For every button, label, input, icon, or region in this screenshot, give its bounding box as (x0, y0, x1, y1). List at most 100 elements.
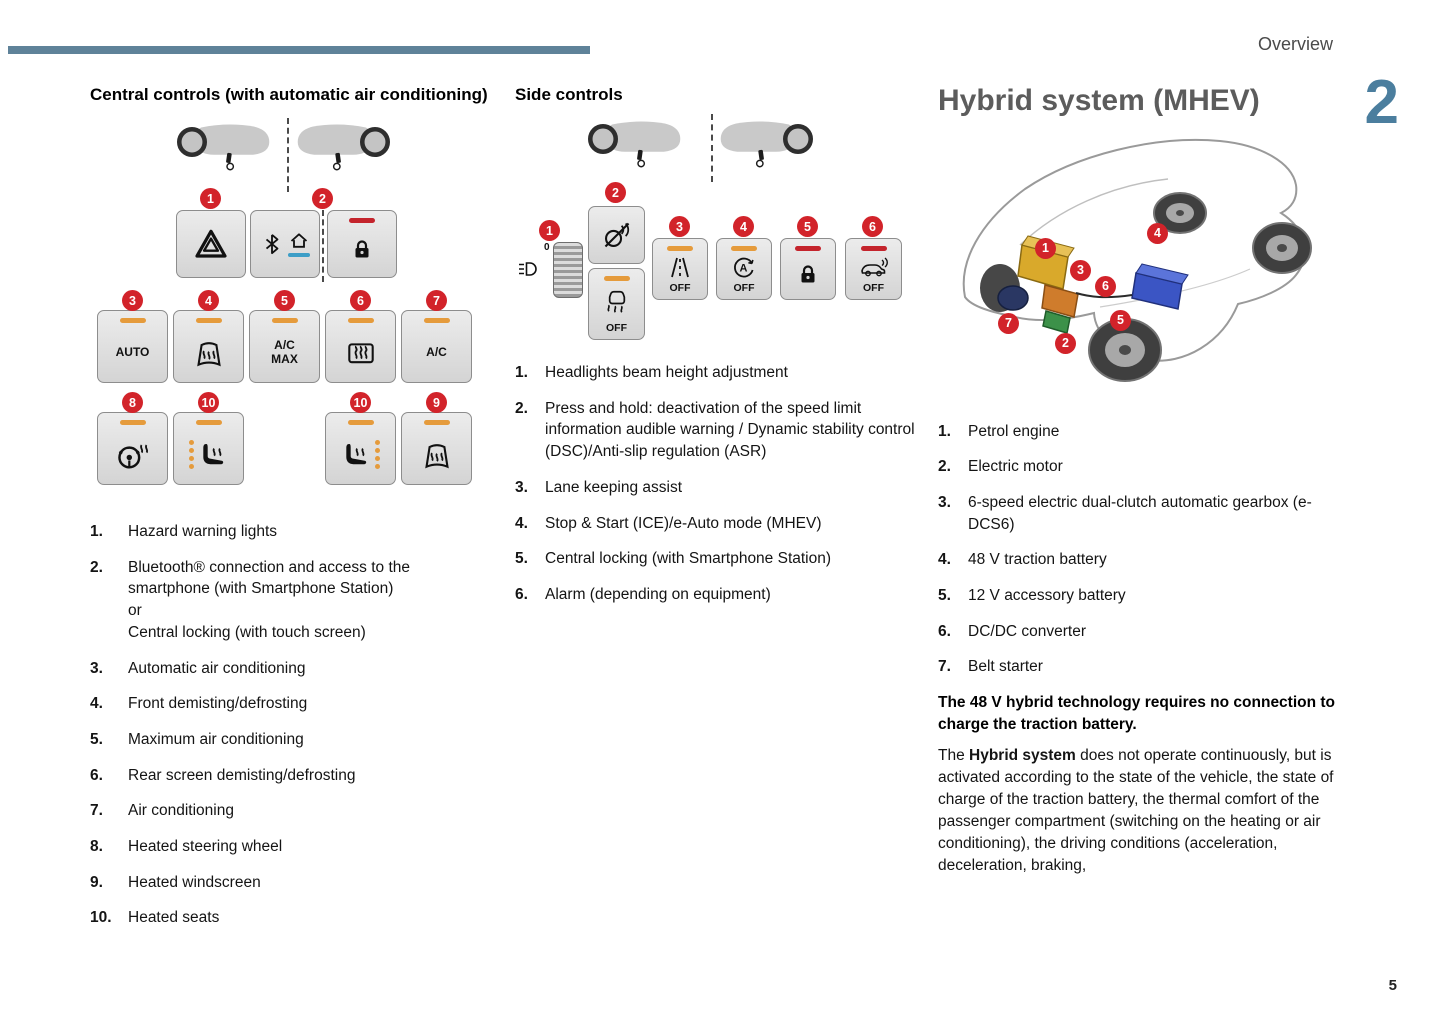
hybrid-list: 1.Petrol engine 2.Electric motor 3.6-spe… (938, 421, 1336, 679)
stop-start-icon (731, 255, 757, 279)
rear-far-wheel (1252, 221, 1312, 274)
section-title: Central controls (with automatic air con… (90, 85, 488, 104)
bold-note: The 48 V hybrid technology requires no c… (938, 694, 1336, 733)
heated-seat-button-illustration (325, 412, 396, 486)
callout-badge: 5 (274, 290, 295, 312)
item-number: 4. (90, 695, 103, 713)
item-number: 10. (90, 909, 112, 927)
central-controls-section: Central controls (with automatic air con… (90, 84, 488, 943)
item-number: 3. (938, 493, 951, 511)
paragraph-prefix: The (938, 747, 970, 765)
item-text: Hazard warning lights (128, 523, 278, 541)
item-text: 48 V traction battery (968, 551, 1107, 569)
button-icon-group (261, 231, 310, 258)
callout-badge: 5 (1110, 309, 1131, 331)
list-item: 5.Central locking (with Smartphone Stati… (515, 548, 915, 570)
speed-limit-warning-button-illustration (588, 206, 645, 265)
callout-badge: 5 (797, 216, 818, 238)
dial-ridges (552, 242, 583, 299)
steering-wheel-icon (295, 122, 395, 172)
steering-wheel-icon (172, 122, 272, 172)
item-number: 1. (515, 364, 528, 382)
item-text: Heated seats (128, 909, 220, 927)
dial-zero-label: 0 (544, 242, 550, 254)
heat-level-dots (375, 440, 380, 470)
callout-badge: 10 (198, 392, 219, 414)
orange-indicator-bar (119, 420, 146, 426)
list-item: 5. Maximum air conditioning (90, 729, 488, 751)
orange-indicator-bar (603, 276, 630, 282)
callout-badge: 2 (1055, 332, 1076, 354)
heated-seat-icon (198, 441, 228, 469)
list-item: 6.Alarm (depending on equipment) (515, 584, 915, 606)
list-item: 2.Bluetooth® connection and access to th… (90, 557, 488, 644)
item-number: 8. (90, 837, 103, 855)
list-item: 3.Automatic air conditioning (90, 658, 488, 680)
callout-badge: 8 (122, 392, 143, 414)
callout-badge: 7 (426, 290, 447, 312)
callout-badge: 4 (1147, 222, 1168, 244)
item-number: 5. (90, 730, 103, 748)
page-header-title: Overview (1257, 34, 1333, 54)
callout-badge: 1 (539, 220, 560, 242)
central-controls-list: 1. Hazard warning lights 2.Bluetooth® con… (90, 521, 488, 929)
rear-demist-icon (345, 338, 377, 368)
item-text: Heated steering wheel (128, 837, 283, 855)
item-number: 2. (938, 458, 951, 476)
list-item: 4. 48 V traction battery (938, 549, 1336, 571)
list-item: 2.Press and hold: deactivation of the sp… (515, 398, 915, 463)
orange-indicator-bar (347, 318, 374, 324)
side-controls-diagram: 2 OFF 1 0 3 4 5 6 OFF (515, 114, 915, 342)
hybrid-system-section: Hybrid system (MHEV) 1 2 3 4 5 (938, 84, 1336, 877)
orange-indicator-bar (347, 420, 374, 426)
headlight-dial-illustration: 0 (517, 242, 583, 299)
headlight-icon (517, 260, 541, 278)
accent-bar (8, 46, 590, 54)
item-text: Bluetooth® connection and access to the … (128, 558, 410, 641)
rear-demist-button-illustration (325, 310, 396, 384)
front-demist-icon (193, 338, 225, 368)
item-text: Front demisting/defrosting (128, 695, 308, 713)
list-item: 1. Hazard warning lights (90, 521, 488, 543)
list-item: 6.DC/DC converter (938, 621, 1336, 643)
auto-label: AUTO (115, 345, 150, 359)
list-item: 1. Petrol engine (938, 421, 1336, 443)
orange-indicator-bar (195, 318, 222, 324)
callout-badge: 3 (669, 216, 690, 238)
car-alarm-icon (859, 256, 889, 278)
callout-badge: 4 (198, 290, 219, 312)
list-item: 3.Lane keeping assist (515, 477, 915, 499)
central-locking-button-illustration (780, 238, 836, 301)
item-number: 1. (90, 523, 103, 541)
steering-wheel-icon (583, 119, 683, 169)
lock-icon (796, 263, 820, 287)
section-title: Side controls (515, 85, 623, 104)
alarm-button-illustration: OFF (845, 238, 902, 301)
item-text: Petrol engine (968, 422, 1060, 440)
red-indicator-bar (795, 246, 821, 252)
item-number: 5. (938, 586, 951, 604)
item-number: 2. (515, 399, 528, 417)
item-number: 1. (938, 422, 951, 440)
item-text: Maximum air conditioning (128, 730, 304, 748)
car-illustration: 1 2 3 4 5 6 7 (938, 127, 1336, 397)
steering-wheel-icon (718, 119, 818, 169)
item-text: Central locking (with Smartphone Station… (545, 550, 832, 568)
item-text: 12 V accessory battery (968, 586, 1126, 604)
ac-label: A/C (426, 345, 447, 359)
orange-indicator-bar (119, 318, 146, 324)
callout-badge: 6 (862, 216, 883, 238)
callout-badge: 1 (1035, 237, 1056, 259)
callout-badge: 6 (350, 290, 371, 312)
list-item: 6.Rear screen demisting/defrosting (90, 765, 488, 787)
electric-motor-shape (997, 284, 1029, 311)
item-number: 4. (938, 551, 951, 569)
callout-badge: 3 (1070, 259, 1091, 281)
divider-dashed (711, 114, 713, 183)
heated-seat-button-illustration (173, 412, 244, 486)
traction-battery-shape (1131, 262, 1189, 310)
list-item: 7.Air conditioning (90, 800, 488, 822)
chapter-number: 2 (1364, 68, 1399, 137)
esc-off-button-illustration: OFF (588, 268, 645, 341)
item-number: 6. (515, 585, 528, 603)
